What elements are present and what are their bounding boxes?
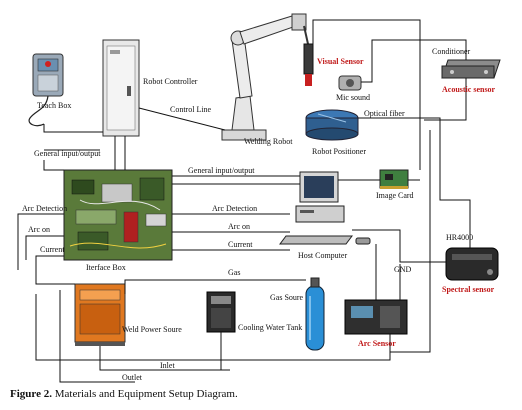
- figure-caption: Figure 2. Materials and Equipment Setup …: [10, 388, 510, 400]
- current-left-label: Current: [40, 245, 65, 254]
- visual-sensor-label: Visual Sensor: [317, 57, 364, 66]
- arc-sensor-icon: [345, 300, 407, 334]
- gas-cylinder-icon: [306, 278, 324, 350]
- outlet-label: Outlet: [122, 373, 143, 382]
- mic-sound-label: Mic sound: [336, 93, 370, 102]
- control-line-label: Control Line: [170, 105, 212, 114]
- arc-detection-left-label: Arc Detection: [22, 204, 67, 213]
- arc-on-right-label: Arc on: [228, 222, 250, 231]
- image-card-label: Image Card: [376, 191, 414, 200]
- interface-box-label: Iterface Box: [86, 263, 126, 272]
- arc-sensor-label: Arc Sensor: [358, 339, 396, 348]
- spectral-sensor-label: Spectral sensor: [442, 285, 495, 294]
- gas-source-label: Gas Soure: [270, 293, 304, 302]
- conditioner-label: Conditioner: [432, 47, 471, 56]
- welding-robot-label: Welding Robot: [244, 137, 293, 146]
- acoustic-sensor-icon: [442, 60, 500, 78]
- welding-robot-icon: [222, 14, 308, 140]
- visual-sensor-icon: [304, 44, 313, 86]
- robot-positioner-icon: [306, 110, 358, 140]
- general-io-right-label: General input/output: [188, 166, 255, 175]
- image-card-icon: [380, 170, 408, 189]
- spectral-sensor-icon: [446, 248, 498, 280]
- robot-controller-icon: [103, 40, 139, 136]
- acoustic-sensor-label: Acoustic sensor: [442, 85, 496, 94]
- optical-fiber-label: Optical fiber: [364, 109, 405, 118]
- arc-detection-right-label: Arc Detection: [212, 204, 257, 213]
- general-io-left-label: General input/output: [34, 149, 101, 158]
- cooling-water-tank-icon: [207, 292, 235, 332]
- teach-box-icon: [29, 54, 63, 126]
- host-computer-icon: [280, 172, 370, 244]
- teach-box-label: Teach Box: [37, 101, 71, 110]
- robot-controller-label: Robot Controller: [143, 77, 198, 86]
- cooling-water-tank-label: Cooling Water Tank: [238, 323, 302, 332]
- gnd-label: GND: [394, 265, 412, 274]
- inlet-label: Inlet: [160, 361, 175, 370]
- interface-box-icon: [64, 170, 172, 260]
- robot-positioner-label: Robot Positioner: [312, 147, 366, 156]
- microphone-icon: [339, 76, 361, 90]
- arc-on-left-label: Arc on: [28, 225, 50, 234]
- current-right-label: Current: [228, 240, 253, 249]
- caption-prefix: Figure 2.: [10, 388, 52, 400]
- weld-power-source-label: Weld Power Soure: [122, 325, 182, 334]
- hr4000-label: HR4000: [446, 233, 473, 242]
- gas-label: Gas: [228, 268, 240, 277]
- weld-power-source-icon: [75, 284, 125, 346]
- host-computer-label: Host Computer: [298, 251, 347, 260]
- caption-text: Materials and Equipment Setup Diagram.: [55, 388, 238, 400]
